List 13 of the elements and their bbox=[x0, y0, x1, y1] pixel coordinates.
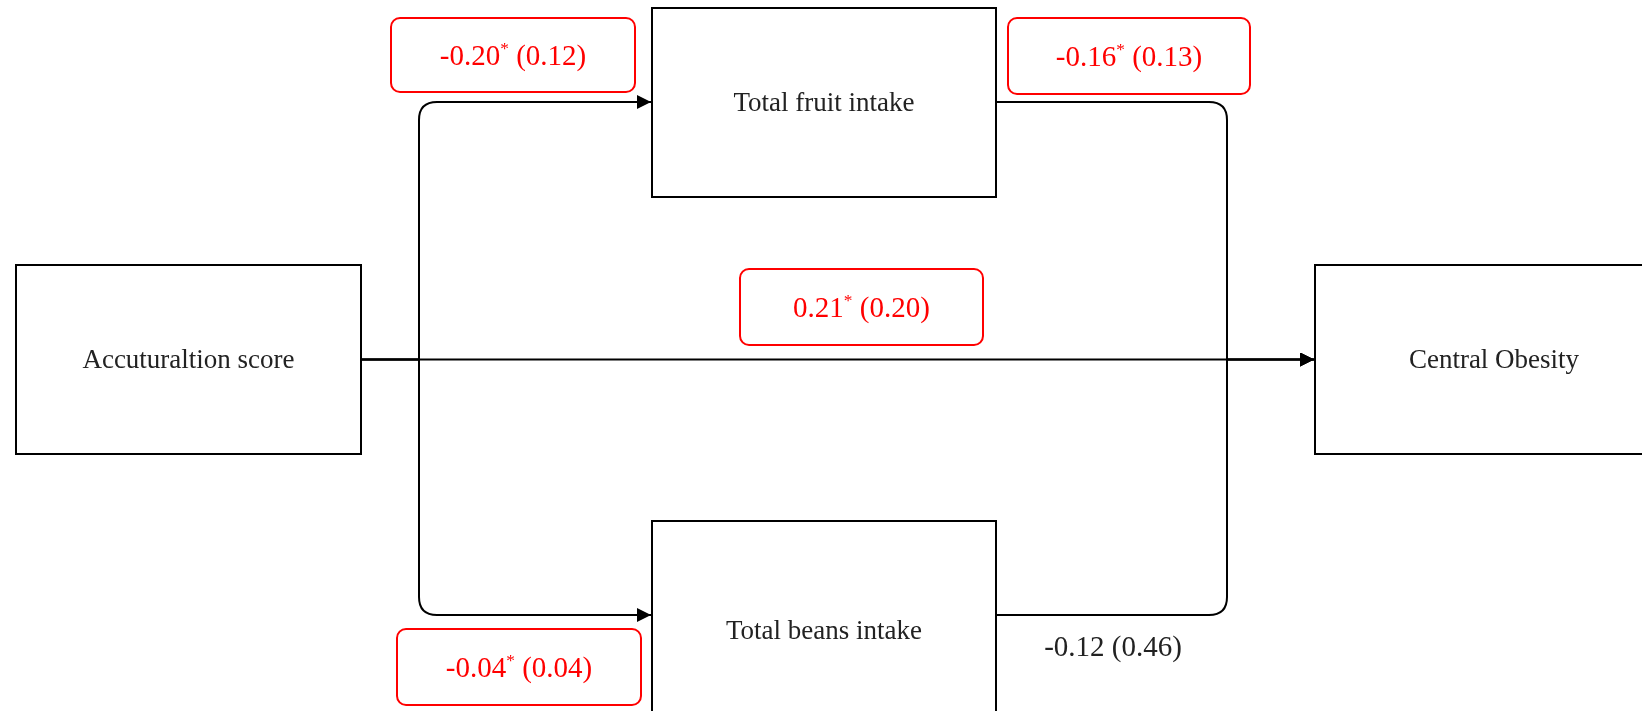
coefficient-label: -0.20$^{*}$ (0.12) bbox=[390, 17, 636, 93]
coefficient-label: -0.16$^{*}$ (0.13) bbox=[1007, 17, 1251, 95]
variable-box bbox=[1314, 264, 1642, 455]
coefficient-label: -0.04$^{*}$ (0.04) bbox=[396, 628, 642, 706]
variable-name: Central Obesity bbox=[1408, 344, 1580, 375]
variable-name: Total fruit intake bbox=[733, 87, 915, 118]
variable-name: Accuturaltion score bbox=[82, 344, 295, 375]
coefficient-label: 0.21$^{*}$ (0.20) bbox=[739, 268, 984, 346]
variable-box bbox=[651, 7, 997, 198]
variable-box bbox=[15, 264, 362, 455]
variable-box bbox=[651, 520, 997, 711]
variable-name: Total beans intake bbox=[725, 614, 922, 646]
connector-arrow bbox=[996, 352, 1315, 616]
